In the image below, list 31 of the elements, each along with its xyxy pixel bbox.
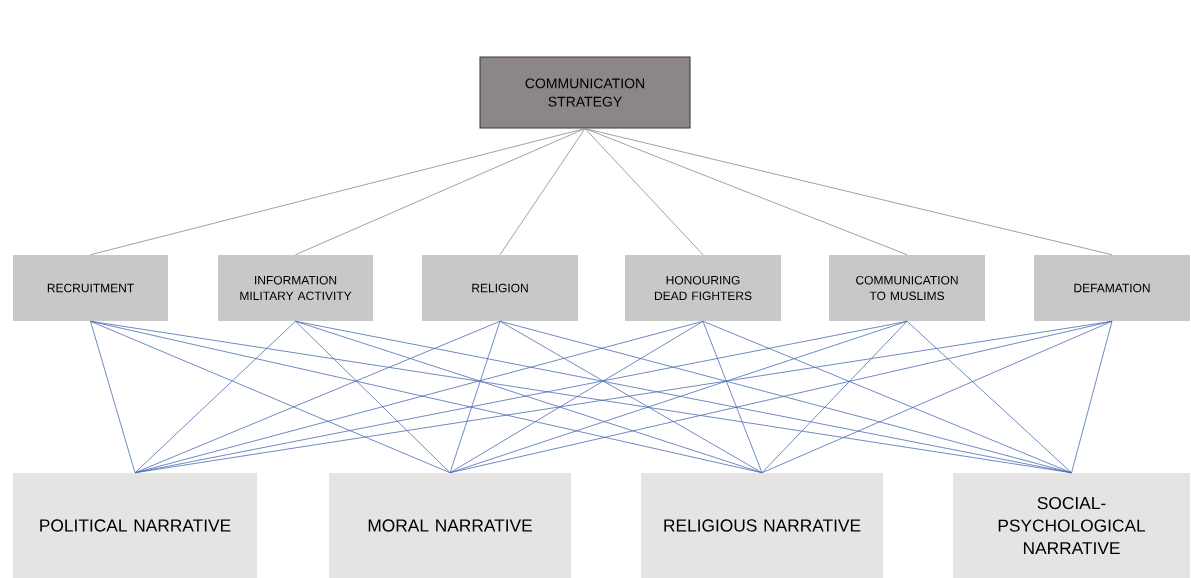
strategy-box: COMMUNICATION STRATEGY [479,56,691,129]
narrative-box: MORAL NARRATIVE [329,473,571,578]
connector-line [499,128,586,256]
category-box: DEFAMATION [1034,255,1190,321]
narrative-box: SOCIAL-PSYCHOLOGICAL NARRATIVE [953,473,1190,578]
category-box: RECRUITMENT [13,255,168,321]
category-box: INFORMATION MILITARY ACTIVITY [218,255,373,321]
narrative-box: POLITICAL NARRATIVE [13,473,257,578]
connector-line [449,320,704,474]
category-box: COMMUNICATION TO MUSLIMS [829,255,985,321]
connector-line [295,320,451,474]
connector-line [90,320,451,474]
narrative-box: RELIGIOUS NARRATIVE [641,473,883,578]
connector-line [134,320,704,474]
connector-line [906,320,1072,474]
connector-line [90,320,136,474]
connector-line [584,128,704,256]
connector-line [584,128,1113,256]
connector-line [702,320,763,474]
connector-line [134,320,296,474]
connector-line [1071,320,1113,474]
connector-line [499,320,763,474]
connector-line [134,320,501,474]
connector-line [761,320,908,474]
connector-line [761,320,1113,474]
connector-line [295,320,763,474]
connector-line [295,128,586,256]
connector-line [449,320,501,474]
category-box: HONOURING DEAD FIGHTERS [625,255,781,321]
category-box: RELIGION [422,255,578,321]
connector-line [702,320,1072,474]
